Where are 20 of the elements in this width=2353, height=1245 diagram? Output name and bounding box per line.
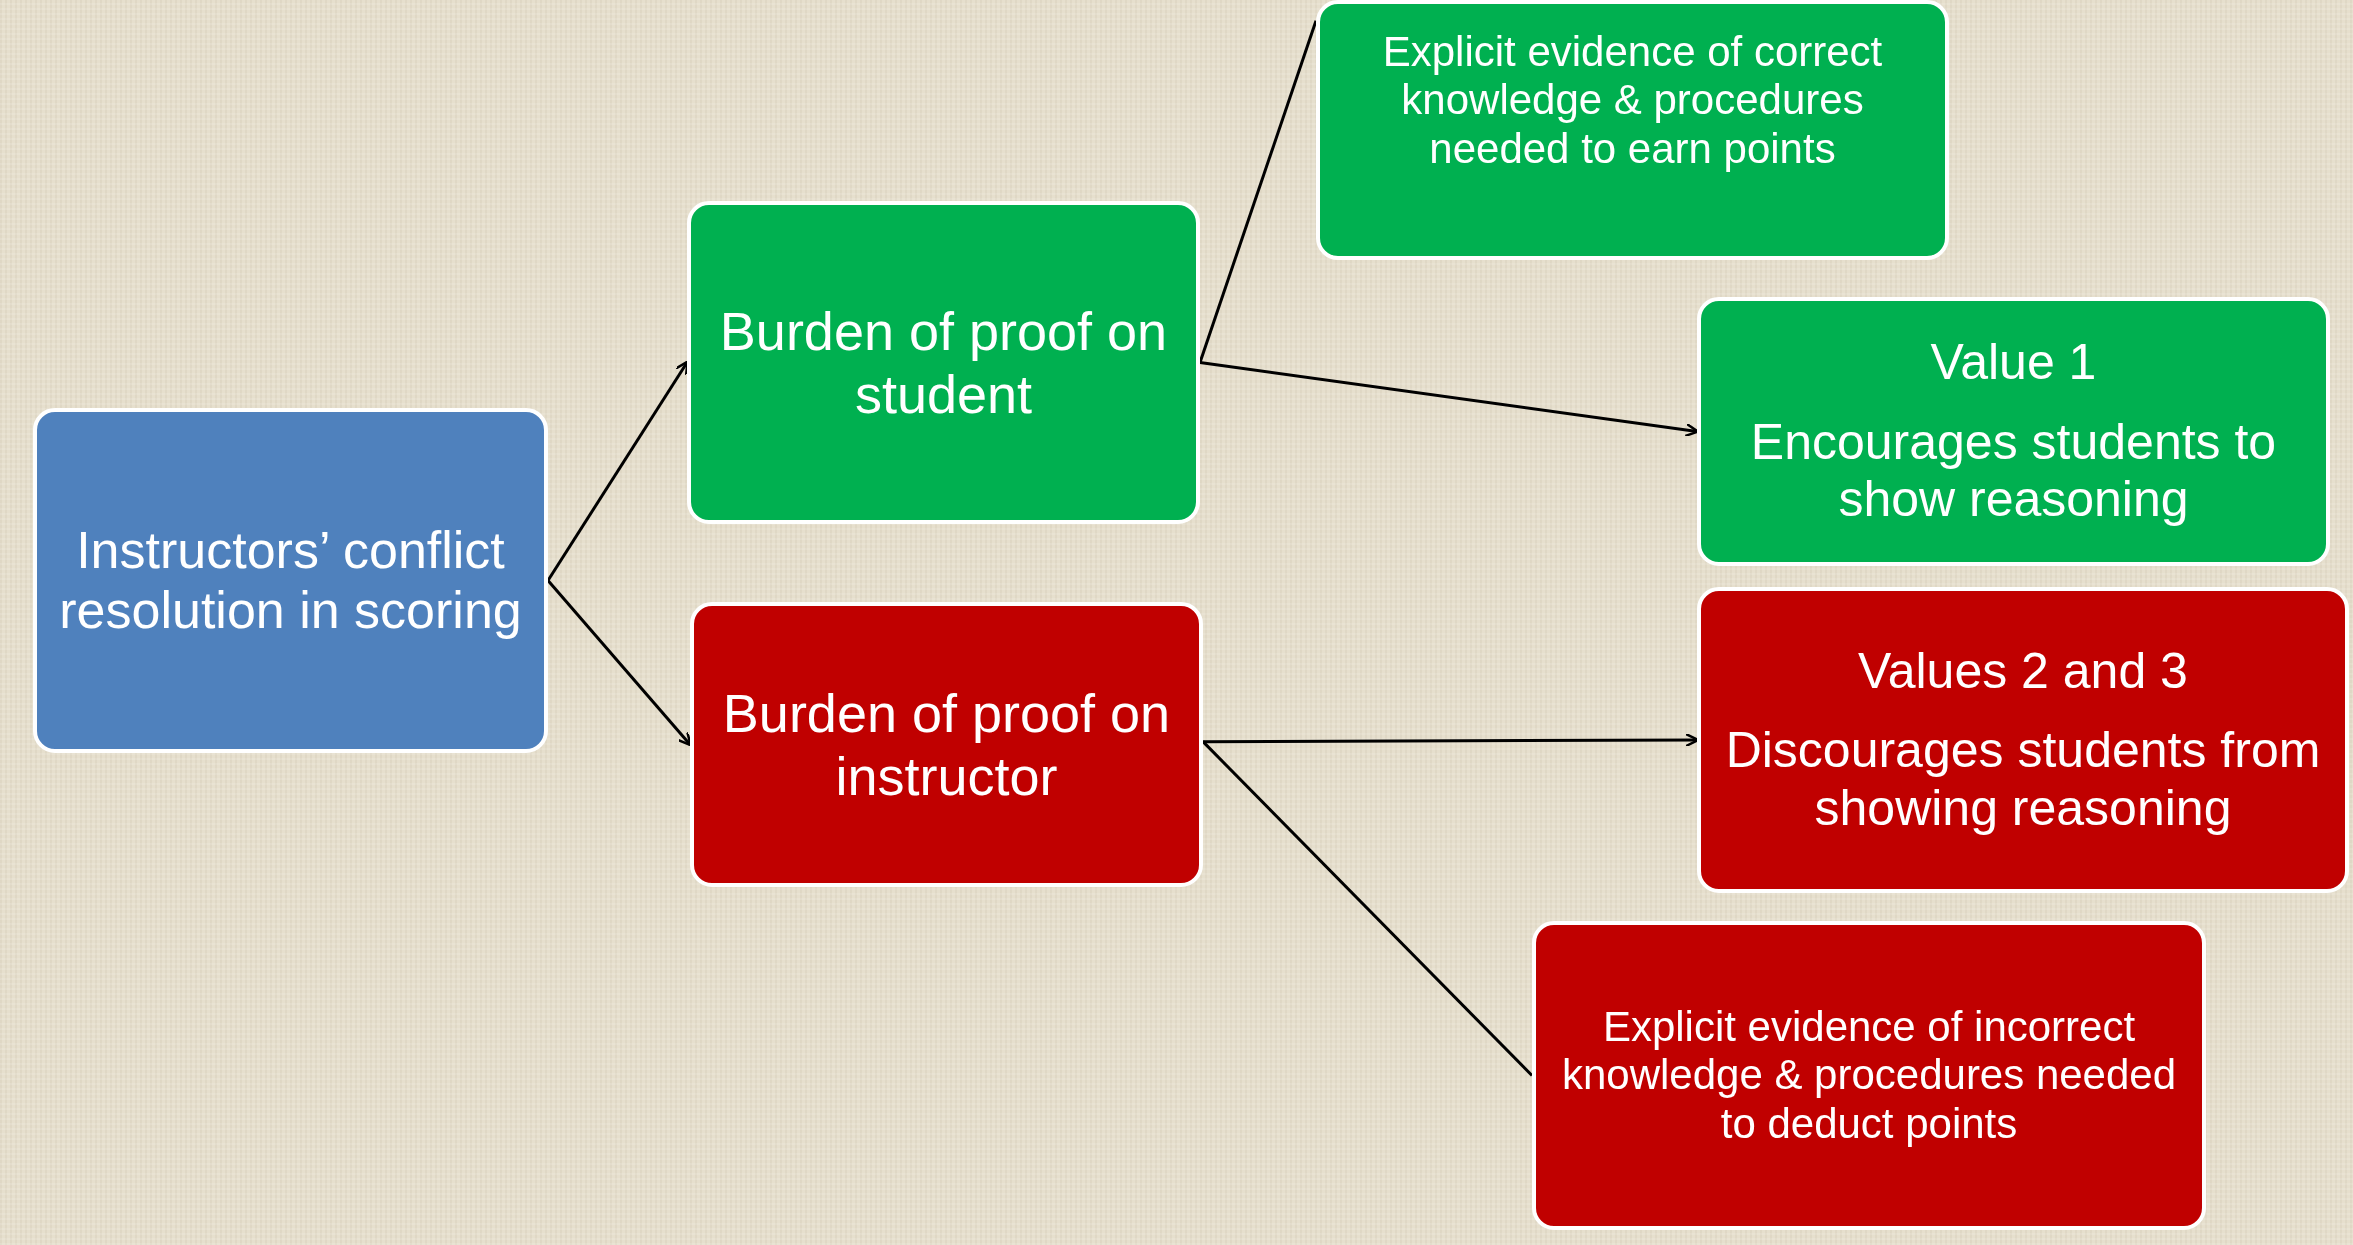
box-text: Encourages students to show reasoning [1749,413,2278,529]
process-box [1697,297,2330,566]
process-box [1697,587,2349,893]
box-heading: Value 1 [1930,334,2097,392]
process-box [33,408,548,753]
arrow [546,360,689,582]
process-box [687,201,1200,524]
box-heading: Values 2 and 3 [1858,642,2188,701]
process-box [1316,0,1949,260]
box-text: Explicit evidence of correct knowledge & procedures needed to earn points [1381,28,1884,173]
connector-line [1198,20,1318,363]
box-text: Explicit evidence of incorrect knowledge & procedures needed to deduct points [1560,1003,2178,1148]
box-text: Discourages students from showing reasoning [1724,722,2322,838]
connector-line [1201,740,1534,1077]
arrow [546,579,692,747]
box-text: Burden of proof on student [718,300,1169,425]
box-text: Instructors’ conflict resolution in scoring [58,520,523,641]
box-text: Burden of proof on instructor [721,682,1172,807]
process-box [1532,921,2206,1230]
process-box [690,602,1203,887]
